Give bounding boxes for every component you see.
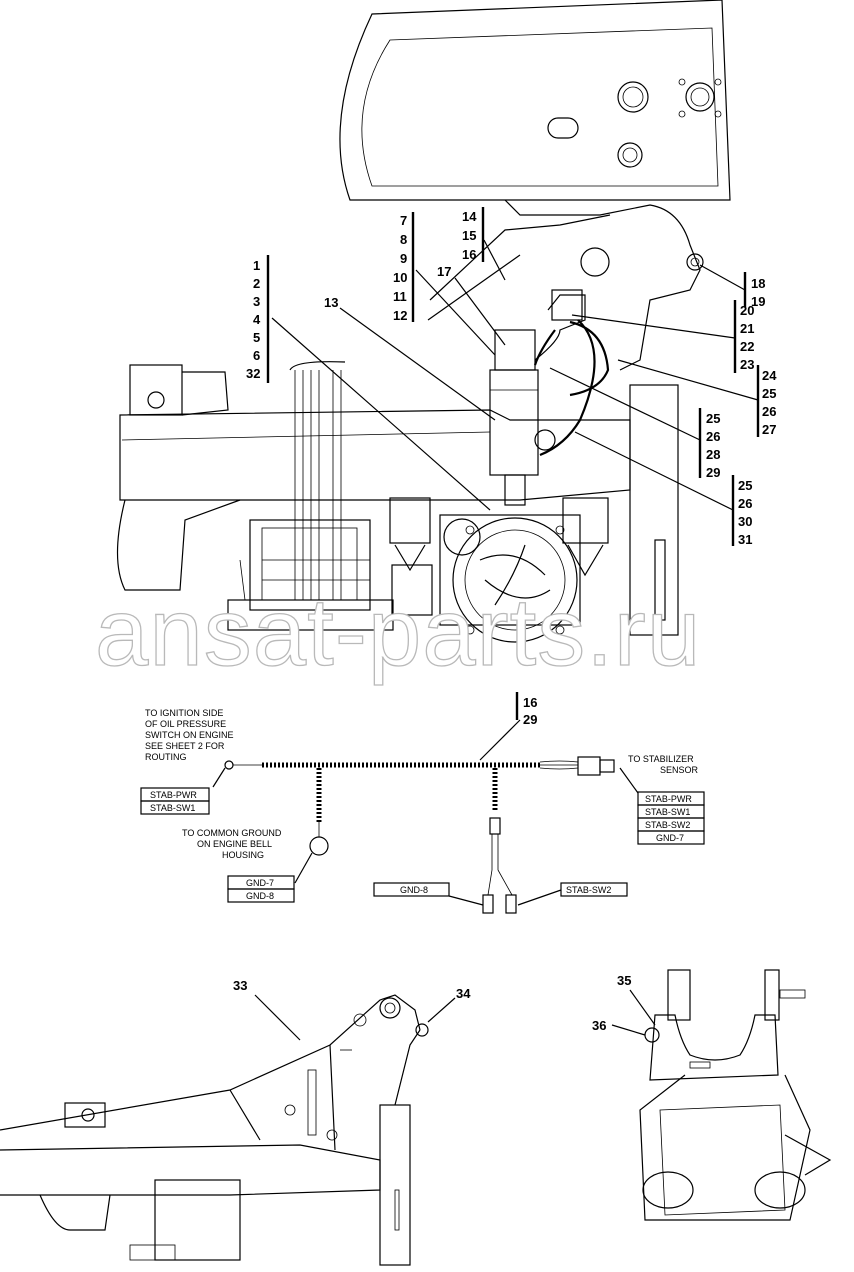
rotary-actuator bbox=[439, 514, 581, 643]
note-ground-2: ON ENGINE BELL bbox=[197, 839, 272, 849]
callout-group-20-23: 20 21 22 23 bbox=[740, 303, 754, 372]
callout-3: 3 bbox=[253, 294, 260, 309]
callout-35: 35 bbox=[617, 973, 631, 988]
label-gnd-8-pin: GND-8 bbox=[400, 885, 428, 895]
label-stab-sw2-pin: STAB-SW2 bbox=[566, 885, 611, 895]
callout-25: 25 bbox=[738, 478, 752, 493]
callout-23: 23 bbox=[740, 357, 754, 372]
label-sensor-gnd-7: GND-7 bbox=[656, 833, 684, 843]
callout-34: 34 bbox=[456, 986, 471, 1001]
callout-leaders-top bbox=[266, 207, 760, 546]
callout-13: 13 bbox=[324, 295, 338, 310]
callout-24: 24 bbox=[762, 368, 777, 383]
callout-28: 28 bbox=[706, 447, 720, 462]
callout-25: 25 bbox=[706, 411, 720, 426]
callout-29: 29 bbox=[706, 465, 720, 480]
callout-7: 7 bbox=[400, 213, 407, 228]
callout-8: 8 bbox=[400, 232, 407, 247]
note-stabilizer-2: SENSOR bbox=[660, 765, 699, 775]
label-gnd-8: GND-8 bbox=[246, 891, 274, 901]
callout-numbers-top: 1 2 3 4 5 6 32 7 8 9 10 11 12 14 15 16 1… bbox=[246, 209, 777, 547]
callout-30: 30 bbox=[738, 514, 752, 529]
note-ignition-2: OF OIL PRESSURE bbox=[145, 719, 226, 729]
upper-boom-assembly bbox=[339, 0, 731, 371]
callout-group-18-19: 18 19 bbox=[751, 276, 765, 309]
callout-15: 15 bbox=[462, 228, 476, 243]
lower-left-view: 33 34 bbox=[0, 978, 471, 1266]
label-sensor-stab-sw2: STAB-SW2 bbox=[645, 820, 690, 830]
callout-20: 20 bbox=[740, 303, 754, 318]
callout-27: 27 bbox=[762, 422, 776, 437]
note-stabilizer-1: TO STABILIZER bbox=[628, 754, 694, 764]
callout-25: 25 bbox=[762, 386, 776, 401]
callout-group-7-12: 7 8 9 10 11 12 bbox=[393, 213, 407, 323]
callout-33: 33 bbox=[233, 978, 247, 993]
callout-6: 6 bbox=[253, 348, 260, 363]
stabilizer-cylinder bbox=[489, 289, 610, 506]
callout-17: 17 bbox=[437, 264, 451, 279]
callout-36: 36 bbox=[592, 1018, 606, 1033]
note-ignition-3: SWITCH ON ENGINE bbox=[145, 730, 234, 740]
callout-group-25-29: 25 26 28 29 bbox=[706, 411, 720, 480]
callout-4: 4 bbox=[253, 312, 261, 327]
callout-26: 26 bbox=[762, 404, 776, 419]
callout-14: 14 bbox=[462, 209, 477, 224]
callout-group-25-31: 25 26 30 31 bbox=[738, 478, 752, 547]
label-sensor-stab-sw1: STAB-SW1 bbox=[645, 807, 690, 817]
label-sensor-stab-pwr: STAB-PWR bbox=[645, 794, 692, 804]
note-ground-3: HOUSING bbox=[222, 850, 264, 860]
note-ignition-1: TO IGNITION SIDE bbox=[145, 708, 223, 718]
callout-16: 16 bbox=[462, 247, 476, 262]
callout-1: 1 bbox=[253, 258, 260, 273]
callout-2: 2 bbox=[253, 276, 260, 291]
watermark: ansat-parts.ru bbox=[95, 579, 701, 686]
lower-right-view: 35 36 bbox=[592, 969, 832, 1221]
callout-group-1-6-32: 1 2 3 4 5 6 32 bbox=[246, 258, 261, 381]
callout-29: 29 bbox=[523, 712, 537, 727]
callout-26: 26 bbox=[706, 429, 720, 444]
harness-labels: 16 29 TO IGNITION SIDE OF OIL PRESSURE S… bbox=[140, 695, 705, 903]
callout-22: 22 bbox=[740, 339, 754, 354]
callout-32: 32 bbox=[246, 366, 260, 381]
note-ignition-5: ROUTING bbox=[145, 752, 187, 762]
note-ground-1: TO COMMON GROUND bbox=[182, 828, 282, 838]
callout-12: 12 bbox=[393, 308, 407, 323]
label-stab-pwr: STAB-PWR bbox=[150, 790, 197, 800]
callout-group-14-16: 14 15 16 bbox=[462, 209, 477, 262]
callout-5: 5 bbox=[253, 330, 260, 345]
chassis-frame bbox=[116, 361, 679, 636]
callout-21: 21 bbox=[740, 321, 754, 336]
label-stab-sw1: STAB-SW1 bbox=[150, 803, 195, 813]
wiring-harness bbox=[212, 692, 639, 914]
callout-9: 9 bbox=[400, 251, 407, 266]
label-gnd-7: GND-7 bbox=[246, 878, 274, 888]
callout-16: 16 bbox=[523, 695, 537, 710]
callout-31: 31 bbox=[738, 532, 752, 547]
callout-18: 18 bbox=[751, 276, 765, 291]
callout-19: 19 bbox=[751, 294, 765, 309]
callout-11: 11 bbox=[393, 289, 407, 304]
callout-group-24-27: 24 25 26 27 bbox=[762, 368, 777, 437]
callout-10: 10 bbox=[393, 270, 407, 285]
note-ignition-4: SEE SHEET 2 FOR bbox=[145, 741, 225, 751]
callout-26: 26 bbox=[738, 496, 752, 511]
